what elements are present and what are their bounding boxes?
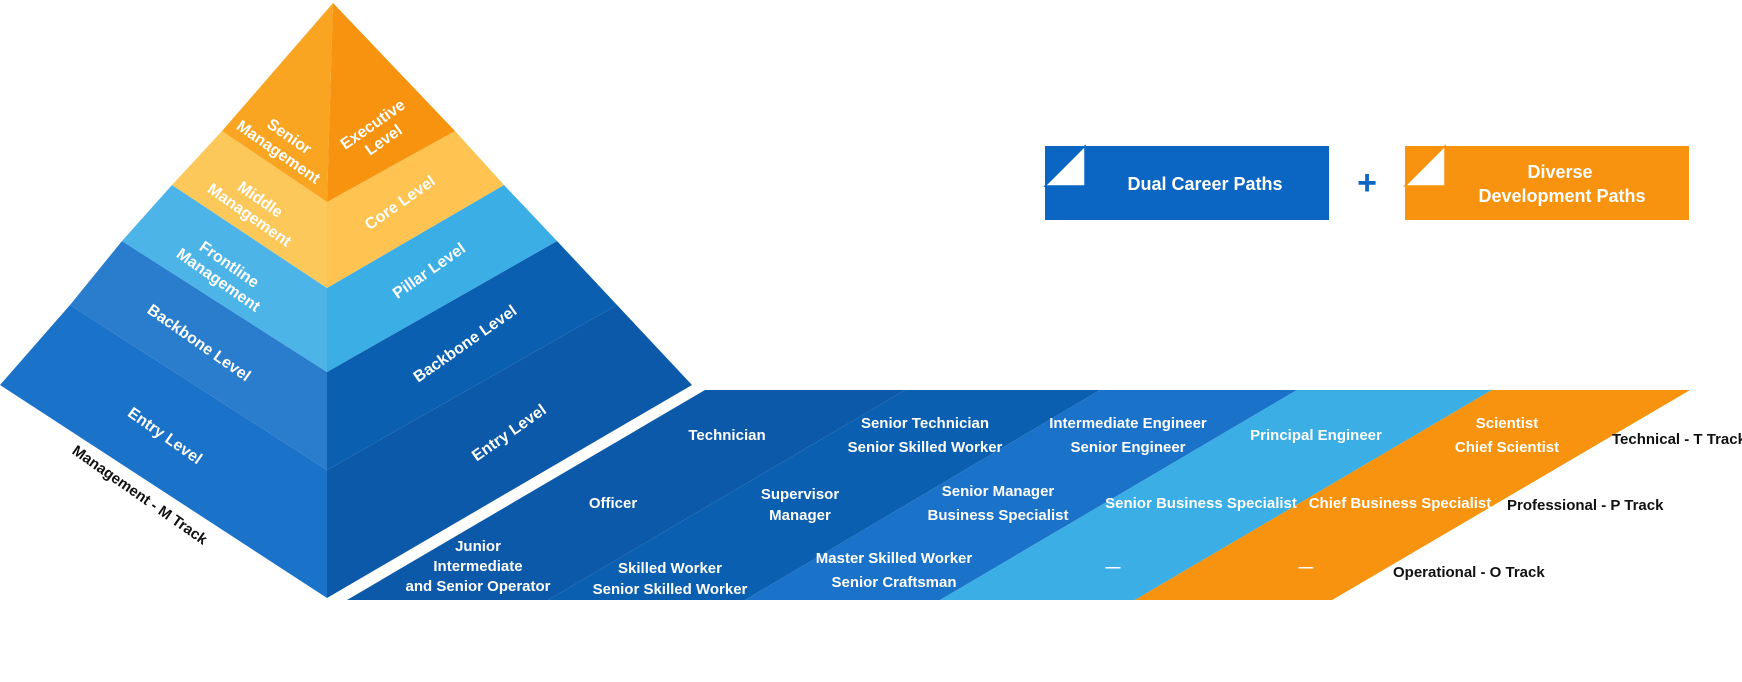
t-cell-senior-technician: Senior Technician — [861, 415, 989, 432]
band-column-0 — [347, 390, 905, 600]
p-track-label: Professional - P Track — [1507, 497, 1664, 514]
left-band-entry — [0, 305, 327, 598]
diverse-dev-header: Diverse Development Paths — [1403, 144, 1689, 220]
t-cell-chief-scientist: Chief Scientist — [1455, 439, 1559, 456]
o-cell-senior-skilled-worker: Senior Skilled Worker — [593, 581, 748, 598]
t-cell-senior-engineer: Senior Engineer — [1070, 439, 1185, 456]
p-cell-senior-business-specialist: Senior Business Specialist — [1105, 495, 1297, 512]
o-cell-dash-1: — — [1106, 559, 1121, 576]
pyramid-left-face — [0, 3, 333, 598]
t-cell-technician: Technician — [688, 427, 765, 444]
o-cell-senior-craftsman: Senior Craftsman — [831, 574, 956, 591]
o-cell-junior: Junior — [455, 538, 501, 555]
band-column-3 — [940, 390, 1492, 600]
pyramid-right-face — [327, 3, 692, 598]
p-cell-senior-manager: Senior Manager — [942, 483, 1055, 500]
left-band-middle — [172, 131, 327, 288]
diverse-dev-fold-edge — [1403, 144, 1446, 187]
right-band-backbone — [327, 241, 617, 470]
dual-career-box — [1045, 146, 1329, 220]
p-cell-officer: Officer — [589, 495, 638, 512]
left-band-frontline — [122, 185, 327, 372]
t-cell-senior-skilled-worker: Senior Skilled Worker — [848, 439, 1003, 456]
band-orange — [1135, 390, 1690, 600]
dual-career-header: Dual Career Paths — [1043, 144, 1329, 220]
band-column-2 — [745, 390, 1297, 600]
o-cell-master-skilled-worker: Master Skilled Worker — [816, 550, 973, 567]
left-band-backbone — [70, 241, 327, 470]
right-band-entry — [327, 305, 692, 598]
p-cell-supervisor: Supervisor — [761, 486, 840, 503]
t-cell-principal-engineer: Principal Engineer — [1250, 427, 1382, 444]
diverse-dev-line2: Development Paths — [1478, 186, 1645, 206]
right-band-executive — [327, 3, 455, 202]
dual-career-text: Dual Career Paths — [1127, 174, 1282, 194]
diverse-dev-line1: Diverse — [1527, 162, 1592, 182]
o-cell-intermediate: Intermediate — [433, 558, 522, 575]
o-cell-dash-2: — — [1299, 559, 1314, 576]
t-track-label: Technical - T Track — [1612, 431, 1742, 448]
t-cell-scientist: Scientist — [1476, 415, 1539, 432]
plus-sign: + — [1357, 164, 1377, 202]
right-band-pillar — [327, 185, 557, 372]
o-cell-skilled-worker: Skilled Worker — [618, 560, 722, 577]
o-cell-senior-operator: and Senior Operator — [405, 578, 550, 595]
left-band-senior — [222, 3, 333, 202]
o-track-label: Operational - O Track — [1393, 564, 1545, 581]
p-cell-manager: Manager — [769, 507, 831, 524]
right-band-core — [327, 131, 504, 288]
t-cell-intermediate-engineer: Intermediate Engineer — [1049, 415, 1207, 432]
diverse-dev-box — [1405, 146, 1689, 220]
band-column-1 — [548, 390, 1100, 600]
dual-career-fold-edge — [1043, 144, 1086, 187]
p-cell-chief-business-specialist: Chief Business Specialist — [1309, 495, 1492, 512]
p-cell-business-specialist: Business Specialist — [928, 507, 1069, 524]
